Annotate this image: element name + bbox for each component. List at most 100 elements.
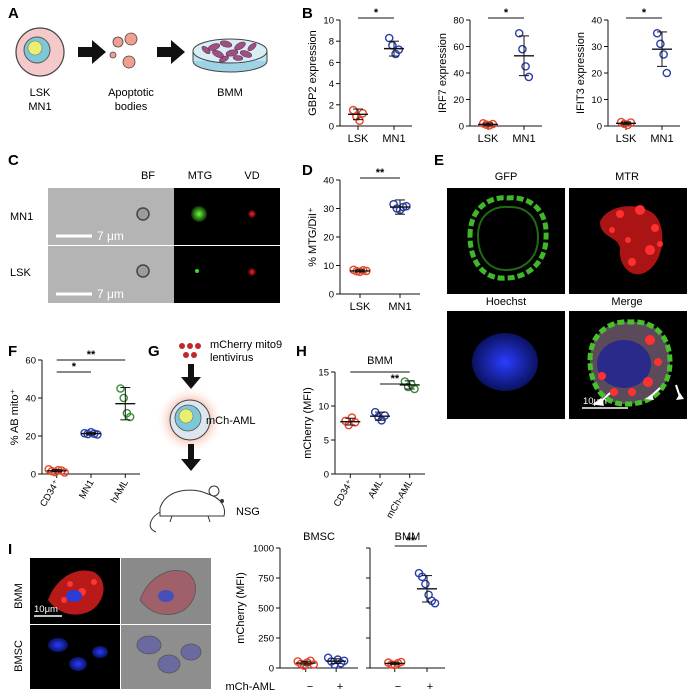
y-tick-label: 0 <box>324 470 329 481</box>
significance-label: * <box>642 7 647 19</box>
data-point <box>60 468 69 477</box>
significance-label: * <box>374 7 379 19</box>
micrograph-gfp <box>447 188 565 294</box>
x-tick-label: MN1 <box>512 133 535 145</box>
y-tick-label: 0 <box>329 122 334 133</box>
data-point <box>355 116 364 125</box>
x-tick-label: mCh-AML <box>384 478 415 521</box>
y-tick-label: 20 <box>591 69 602 80</box>
x-tick-label: LSK <box>616 133 637 145</box>
data-point <box>652 28 662 38</box>
data-point <box>662 68 672 78</box>
x-tick-label: MN1 <box>650 133 673 145</box>
y-tick-label: 60 <box>25 356 36 367</box>
x-tick-label: CD34⁺ <box>38 478 62 509</box>
y-tick-label: 0 <box>329 290 334 301</box>
data-point <box>421 579 430 589</box>
y-tick-label: 20 <box>453 95 464 106</box>
panel-a: A LSK MN1 Apoptotic bodies <box>8 5 268 113</box>
micrograph-mtg-mn1 <box>174 188 227 245</box>
data-point <box>116 384 125 393</box>
y-tick-label: 15 <box>318 368 329 379</box>
micrograph-bmsc-fluor <box>30 625 120 689</box>
y-tick-label: 10 <box>591 95 602 106</box>
panel-letter-d: D <box>302 162 313 179</box>
scale-label-i: 10μm <box>34 604 58 615</box>
panel-letter-e: E <box>434 152 444 169</box>
virus-label-1: mCherry mito9 <box>210 339 282 351</box>
title-hoechst: Hoechst <box>486 296 526 308</box>
micrograph-bf-mn1 <box>48 188 174 245</box>
scale-label-merge: 10μm <box>583 396 607 407</box>
y-tick-label: 250 <box>258 634 274 645</box>
y-tick-label: 10 <box>318 402 329 413</box>
data-point <box>417 572 427 582</box>
y-tick-label: 30 <box>323 204 334 215</box>
y-tick-label: 40 <box>453 69 464 80</box>
micrograph-vd-mn1 <box>227 188 280 245</box>
plus-label: + <box>337 681 343 693</box>
lsk-label: LSK <box>30 87 51 99</box>
apoptotic-bodies-icon <box>109 32 138 69</box>
x-tick-label: MN1 <box>382 133 405 145</box>
title-gfp: GFP <box>495 171 518 183</box>
panel-letter-f: F <box>8 343 17 360</box>
significance-label: ** <box>407 535 416 547</box>
mouse-label: NSG <box>236 506 260 518</box>
data-point <box>394 45 404 54</box>
y-axis-label: % MTG/DiI⁺ <box>307 207 319 267</box>
data-point <box>626 118 636 127</box>
col-label-bf: BF <box>141 170 155 182</box>
x-tick-label: CD34⁺ <box>332 478 356 509</box>
significance-label: * <box>504 7 509 19</box>
x-tick-label: LSK <box>348 133 369 145</box>
data-point <box>119 393 128 403</box>
micrograph-hoechst <box>447 311 565 419</box>
panel-letter-b: B <box>302 5 313 22</box>
bmm-label: BMM <box>217 87 243 99</box>
y-tick-label: 20 <box>323 233 334 244</box>
plus-label: + <box>427 681 433 693</box>
y-tick-label: 30 <box>591 42 602 53</box>
scale-label: 7 μm <box>97 287 124 301</box>
panel-letter-g: G <box>148 343 160 360</box>
micrograph-vd-lsk <box>227 246 280 303</box>
mn1-label: MN1 <box>28 101 51 113</box>
y-tick-label: 0 <box>597 122 602 133</box>
y-axis-label: mCherry (MFI) <box>302 387 314 459</box>
micrograph-merge <box>569 311 687 419</box>
arrow-icon <box>78 40 106 64</box>
col-label-mtg: MTG <box>188 170 212 182</box>
significance-label: ** <box>87 349 96 361</box>
y-tick-label: 6 <box>329 58 334 69</box>
col-label-vd: VD <box>244 170 259 182</box>
row-label-mn1: MN1 <box>10 211 33 223</box>
y-tick-label: 20 <box>25 432 36 443</box>
x-tick-label: AML <box>366 478 385 500</box>
y-tick-label: 8 <box>329 37 334 48</box>
micrograph-bf-lsk <box>48 246 174 303</box>
mouse-icon <box>149 485 225 533</box>
chart-title: BMM <box>395 531 421 543</box>
arrow-icon <box>157 40 185 64</box>
data-point <box>521 62 530 71</box>
y-axis-label: mCherry (MFI) <box>235 572 247 644</box>
y-tick-label: 40 <box>25 394 36 405</box>
y-axis-label: GBP2 expression <box>307 30 319 116</box>
chart-title: BMSC <box>303 531 335 543</box>
petri-dish-icon <box>192 38 268 73</box>
y-tick-label: 750 <box>258 574 274 585</box>
chart-i2: BMM** <box>366 531 445 672</box>
micrograph-bmm-fluor <box>30 558 120 624</box>
data-point <box>384 33 394 43</box>
data-point <box>514 28 524 38</box>
panel-letter-h: H <box>296 343 307 360</box>
x-tick-label: LSK <box>350 301 371 313</box>
virus-label-2: lentivirus <box>210 352 254 364</box>
significance-label: ** <box>391 373 400 385</box>
